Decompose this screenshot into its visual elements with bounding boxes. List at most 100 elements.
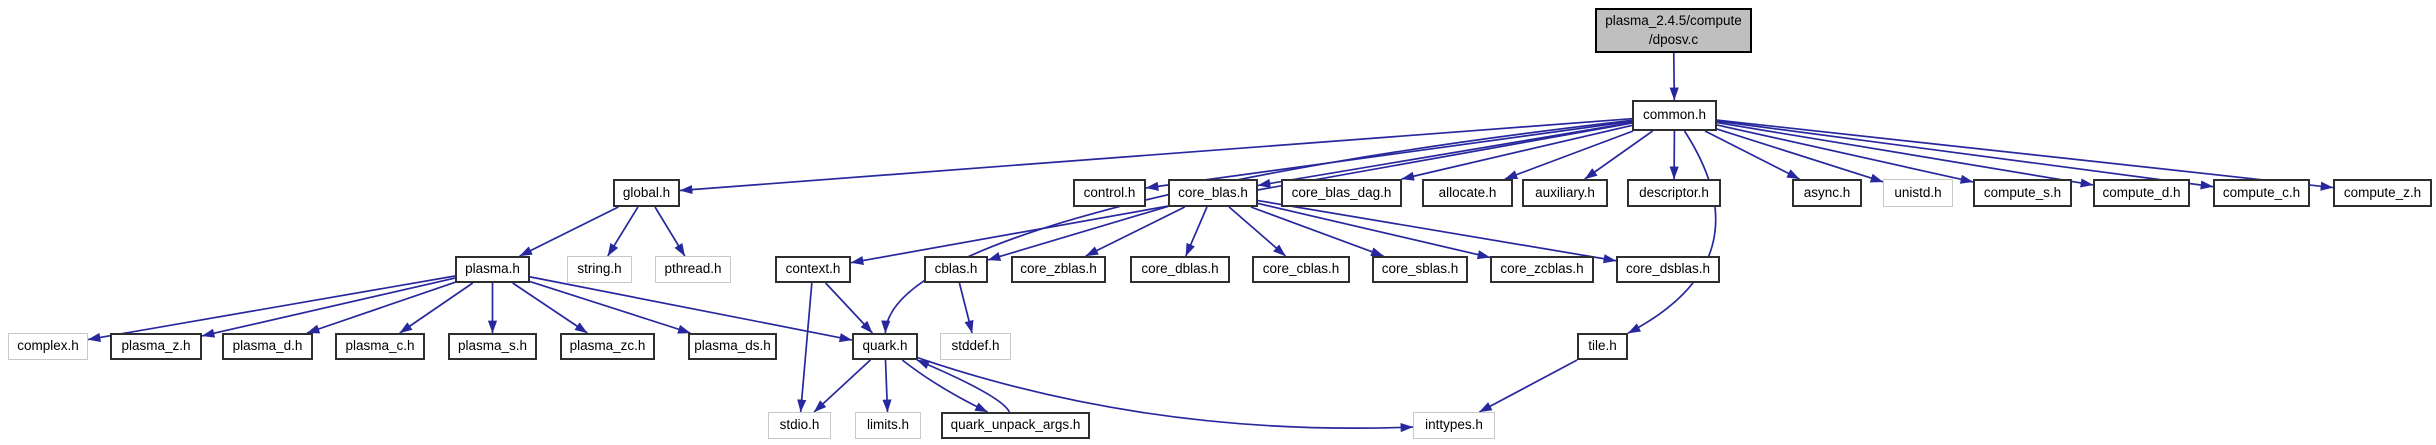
node-label: core_cblas.h xyxy=(1262,261,1340,277)
edge-plasma-quark xyxy=(529,276,853,343)
node-plasma_ds[interactable]: plasma_ds.h xyxy=(688,333,777,360)
node-label: pthread.h xyxy=(664,261,722,277)
edge-common-unistd xyxy=(1716,128,1884,183)
node-core_cblas[interactable]: core_cblas.h xyxy=(1252,256,1350,283)
node-auxiliary[interactable]: auxiliary.h xyxy=(1522,179,1608,207)
edge-plasma-plasma_ds xyxy=(529,280,691,334)
node-label: plasma_s.h xyxy=(457,338,528,354)
node-compute_c[interactable]: compute_c.h xyxy=(2213,179,2310,207)
node-stddef: stddef.h xyxy=(940,333,1011,360)
node-label: core_dblas.h xyxy=(1141,261,1219,277)
edge-quark-limits xyxy=(882,359,892,413)
edge-core_blas-cblas xyxy=(987,205,1169,261)
node-label: core_sblas.h xyxy=(1381,261,1459,277)
edge-core_blas-core_cblas xyxy=(1228,206,1287,257)
node-quark[interactable]: quark.h xyxy=(852,333,918,360)
edge-common-compute_s xyxy=(1716,124,1974,184)
node-label: plasma_2.4.5/compute /dposv.c xyxy=(1605,12,1742,47)
node-label: allocate.h xyxy=(1438,184,1497,200)
edge-tile-inttypes xyxy=(1478,359,1578,413)
node-label: core_zblas.h xyxy=(1020,261,1097,277)
node-quark_unpack_args[interactable]: quark_unpack_args.h xyxy=(941,412,1090,439)
node-compute_z[interactable]: compute_z.h xyxy=(2333,179,2432,207)
edge-plasma-plasma_z xyxy=(201,277,456,338)
node-label: plasma.h xyxy=(465,261,520,277)
node-plasma_zc[interactable]: plasma_zc.h xyxy=(560,333,655,360)
node-label: core_blas_dag.h xyxy=(1291,184,1392,200)
node-core_dblas[interactable]: core_dblas.h xyxy=(1130,256,1230,283)
node-label: plasma_ds.h xyxy=(694,338,771,354)
edge-plasma-plasma_zc xyxy=(512,282,588,334)
node-unistd: unistd.h xyxy=(1883,179,1953,207)
node-compute_d[interactable]: compute_d.h xyxy=(2093,179,2190,207)
edge-quark-stdio xyxy=(813,359,871,413)
node-limits: limits.h xyxy=(855,412,921,439)
node-string: string.h xyxy=(567,256,632,283)
node-label: compute_d.h xyxy=(2102,184,2181,200)
edge-core_blas-core_sblas xyxy=(1250,206,1384,257)
node-label: cblas.h xyxy=(934,261,978,277)
node-allocate[interactable]: allocate.h xyxy=(1422,179,1513,207)
node-core_zcblas[interactable]: core_zcblas.h xyxy=(1490,256,1594,283)
edge-core_blas-core_zblas xyxy=(1085,206,1186,257)
edge-global-string xyxy=(607,206,639,257)
node-core_blas[interactable]: core_blas.h xyxy=(1168,179,1258,207)
node-core_zblas[interactable]: core_zblas.h xyxy=(1011,256,1106,283)
node-label: plasma_d.h xyxy=(232,338,303,354)
node-control[interactable]: control.h xyxy=(1073,179,1146,207)
node-plasma_s[interactable]: plasma_s.h xyxy=(448,333,537,360)
edge-common-core_blas xyxy=(1257,121,1633,188)
node-dposv: plasma_2.4.5/compute /dposv.c xyxy=(1595,8,1752,53)
node-label: auxiliary.h xyxy=(1535,184,1595,200)
node-label: control.h xyxy=(1083,184,1136,200)
edge-common-allocate xyxy=(1504,130,1634,180)
node-async[interactable]: async.h xyxy=(1792,179,1862,207)
edge-core_blas-core_dblas xyxy=(1185,206,1208,257)
node-compute_s[interactable]: compute_s.h xyxy=(1973,179,2072,207)
node-label: inttypes.h xyxy=(1425,417,1483,433)
node-label: stdio.h xyxy=(779,417,820,433)
node-label: compute_c.h xyxy=(2222,184,2301,200)
node-complex: complex.h xyxy=(8,333,88,360)
edge-core_blas-core_zcblas xyxy=(1257,202,1491,260)
node-descriptor[interactable]: descriptor.h xyxy=(1627,179,1721,207)
node-core_dsblas[interactable]: core_dsblas.h xyxy=(1616,256,1720,283)
node-plasma[interactable]: plasma.h xyxy=(455,256,530,283)
node-core_sblas[interactable]: core_sblas.h xyxy=(1372,256,1468,283)
node-label: unistd.h xyxy=(1894,184,1942,200)
node-common[interactable]: common.h xyxy=(1632,100,1717,131)
node-cblas[interactable]: cblas.h xyxy=(924,256,988,283)
edge-common-tile xyxy=(1627,130,1717,334)
edge-quark-inttypes xyxy=(917,356,1414,433)
node-label: plasma_zc.h xyxy=(569,338,646,354)
edge-plasma-complex xyxy=(87,275,456,342)
edge-common-global xyxy=(679,117,1633,195)
edge-common-compute_c xyxy=(1716,120,2214,190)
node-inttypes: inttypes.h xyxy=(1413,412,1495,439)
node-pthread: pthread.h xyxy=(655,256,731,283)
edge-common-compute_d xyxy=(1716,121,2094,188)
edge-plasma-plasma_c xyxy=(399,282,474,334)
node-plasma_z[interactable]: plasma_z.h xyxy=(110,333,202,360)
node-label: core_blas.h xyxy=(1178,184,1248,200)
node-plasma_c[interactable]: plasma_c.h xyxy=(335,333,425,360)
node-tile[interactable]: tile.h xyxy=(1577,333,1628,360)
node-label: common.h xyxy=(1642,107,1707,123)
edge-common-compute_z xyxy=(1716,119,2334,191)
node-label: stddef.h xyxy=(951,338,1000,354)
edge-core_blas-core_dsblas xyxy=(1257,199,1617,264)
edge-cblas-stddef xyxy=(958,282,974,334)
node-global[interactable]: global.h xyxy=(613,179,680,207)
node-plasma_d[interactable]: plasma_d.h xyxy=(222,333,313,360)
node-context[interactable]: context.h xyxy=(775,256,851,283)
node-label: core_zcblas.h xyxy=(1500,261,1584,277)
node-label: descriptor.h xyxy=(1639,184,1709,200)
node-core_blas_dag[interactable]: core_blas_dag.h xyxy=(1281,179,1402,207)
edge-context-stdio xyxy=(797,282,813,413)
node-label: limits.h xyxy=(866,417,909,433)
edge-quark_unpack_args-quark xyxy=(916,359,1011,413)
node-label: plasma_c.h xyxy=(345,338,415,354)
edge-common-quark xyxy=(881,119,1633,334)
